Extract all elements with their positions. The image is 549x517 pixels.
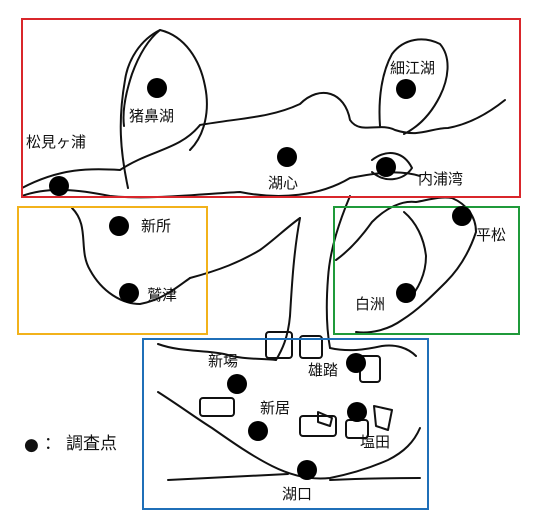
station-label-shirasu: 白洲 <box>355 295 385 313</box>
legend-symbol: ● <box>24 435 39 455</box>
station-dot-inohana <box>147 78 167 98</box>
station-dot-koguchi <box>297 460 317 480</box>
station-label-washizu: 鷲津 <box>147 286 177 304</box>
station-label-yuto: 雄踏 <box>308 361 338 379</box>
region-box-north <box>21 18 521 198</box>
station-dot-matsumigaura <box>49 176 69 196</box>
station-label-shinba: 新場 <box>208 352 238 370</box>
station-dot-shinba <box>227 374 247 394</box>
station-label-inohana: 猪鼻湖 <box>129 107 174 125</box>
station-dot-koshin <box>277 147 297 167</box>
legend-separator: ： <box>44 434 61 454</box>
station-dot-washizu <box>119 283 139 303</box>
station-label-hosoe: 細江湖 <box>390 59 435 77</box>
station-label-arai: 新居 <box>260 399 290 417</box>
station-dot-shiota <box>347 402 367 422</box>
station-label-hiramatsu: 平松 <box>476 226 506 244</box>
station-dots <box>49 78 472 480</box>
region-box-west <box>17 206 208 335</box>
station-dot-arai <box>248 421 268 441</box>
region-box-east <box>333 206 520 335</box>
station-dot-shirasu <box>396 283 416 303</box>
legend-label: 調査点 <box>66 434 117 454</box>
station-label-koguchi: 湖口 <box>282 485 312 503</box>
station-label-koshin: 湖心 <box>268 174 298 192</box>
station-dot-hiramatsu <box>452 206 472 226</box>
station-dot-hosoe <box>396 79 416 99</box>
station-label-shiota: 塩田 <box>360 433 390 451</box>
station-label-uchiurawan: 内浦湾 <box>418 170 463 188</box>
region-box-south <box>142 338 429 510</box>
station-label-matsumigaura: 松見ヶ浦 <box>26 133 86 151</box>
shoreline <box>21 29 506 481</box>
station-dot-shinjo <box>109 216 129 236</box>
station-dot-uchiurawan <box>376 157 396 177</box>
station-labels: 猪鼻湖 細江湖 松見ヶ浦 湖心 内浦湾 新所 鷲津 平松 白洲 新場 雄踏 新居… <box>26 59 506 503</box>
station-label-shinjo: 新所 <box>141 217 171 235</box>
legend: ● ： 調査点 <box>24 434 117 455</box>
station-dot-yuto <box>346 353 366 373</box>
